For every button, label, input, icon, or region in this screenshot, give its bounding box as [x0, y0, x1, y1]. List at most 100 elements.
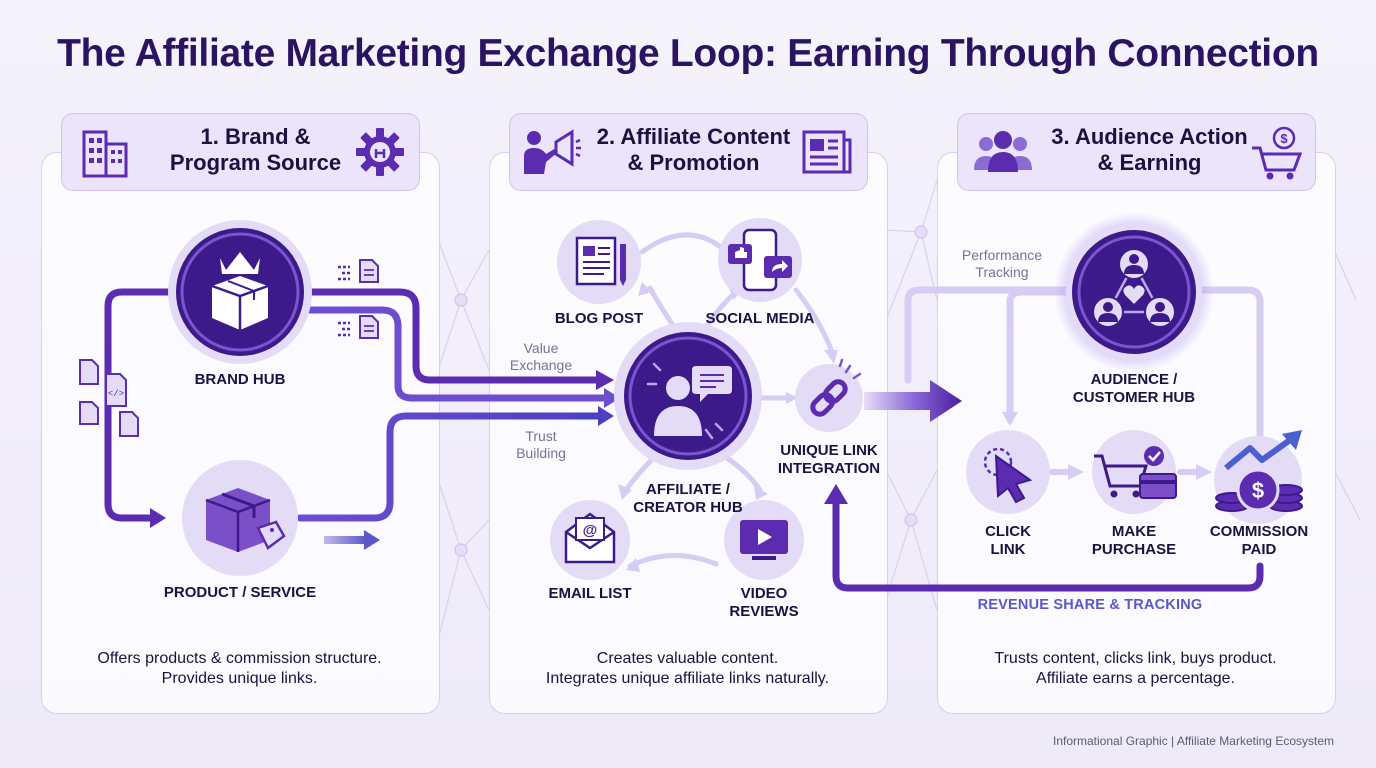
brand-hub-label: BRAND HUB: [194, 371, 286, 388]
panel-header-affiliate: 2. Affiliate Content & Promotion: [509, 113, 868, 191]
video-reviews-label-line1: VIDEO: [740, 585, 788, 602]
credit-card-icon: [1139, 473, 1177, 499]
make-purchase-label-line1: MAKE: [1111, 523, 1157, 540]
panel-2-heading-line2: & Promotion: [627, 150, 760, 175]
shopping-cart-icon: [1094, 454, 1149, 488]
crown-icon: [220, 252, 260, 274]
panel-1-heading-line1: 1. Brand &: [200, 124, 311, 149]
commission-paid-node: $: [1214, 430, 1303, 524]
building-icon: [82, 130, 128, 178]
audience-hub-label-line2: CUSTOMER HUB: [1072, 389, 1196, 406]
blog-post-label: BLOG POST: [554, 310, 644, 327]
flow-trust-building: [296, 412, 602, 522]
panel-1-description: Offers products & commission structure. …: [41, 649, 438, 689]
link-to-audience-arrow: [864, 380, 962, 422]
panel-2-heading-line1: 2. Affiliate Content: [596, 124, 791, 149]
click-link-label-line1: CLICK: [985, 523, 1031, 540]
unique-link-label-line2: INTEGRATION: [777, 460, 881, 477]
flow-brand-to-affiliate: [296, 306, 608, 402]
group-users-icon: [974, 131, 1032, 172]
email-list-label: EMAIL LIST: [548, 585, 632, 602]
value-exchange-label: Value Exchange: [496, 340, 586, 374]
audience-hub-label: AUDIENCE / CUSTOMER HUB: [1054, 371, 1214, 407]
blog-post-node: [557, 220, 641, 304]
panel-2-description-line2: Integrates unique affiliate links natura…: [545, 670, 830, 687]
click-link-label: CLICK LINK: [968, 523, 1048, 559]
panel-header-brand: 1. Brand & Program Source: [61, 113, 420, 191]
newspaper-icon: [802, 130, 852, 174]
make-purchase-label: MAKE PURCHASE: [1084, 523, 1184, 559]
video-reviews-node: [724, 500, 804, 580]
connector-blog-social: [639, 232, 725, 255]
social-media-node: [718, 218, 802, 302]
gear-icon: [356, 128, 404, 176]
cart-dollar-icon: $: [1252, 126, 1303, 180]
chain-link-icon: [810, 379, 848, 417]
svg-text:$: $: [1280, 131, 1288, 146]
product-service-label: PRODUCT / SERVICE: [163, 584, 317, 601]
panel-3-description-line2: Affiliate earns a percentage.: [1036, 670, 1235, 687]
dollar-coin-icon: [1236, 468, 1280, 512]
svg-text:$: $: [1252, 478, 1264, 503]
performance-tracking-line: [904, 286, 1084, 384]
trust-building-line1: Trust: [525, 428, 557, 444]
video-reviews-label: VIDEO REVIEWS: [714, 585, 814, 621]
unique-link-label: UNIQUE LINK INTEGRATION: [764, 442, 894, 478]
growth-arrow-icon: [1224, 437, 1292, 471]
panel-3-description: Trusts content, clicks link, buys produc…: [937, 649, 1334, 689]
value-exchange-line2: Exchange: [509, 357, 573, 373]
cursor-icon: [994, 453, 1033, 504]
revenue-share-label: REVENUE SHARE & TRACKING: [977, 597, 1203, 613]
panel-2-description: Creates valuable content. Integrates uni…: [489, 649, 886, 689]
revenue-return-loop: [832, 496, 1264, 592]
audience-hub-label-line1: AUDIENCE /: [1090, 371, 1178, 388]
audience-hub-node: [1054, 212, 1214, 372]
video-reviews-label-line2: REVIEWS: [729, 603, 799, 620]
make-purchase-node: [1092, 430, 1177, 514]
unique-link-label-line1: UNIQUE LINK: [780, 442, 878, 459]
panel-header-audience: 3. Audience Action & Earning $: [957, 113, 1316, 191]
document-icons: </>: [79, 259, 379, 437]
value-exchange-line1: Value: [523, 340, 559, 356]
performance-tracking-line2: Tracking: [975, 264, 1029, 280]
creator-person-icon: [666, 376, 690, 400]
panel-1-description-line2: Provides unique links.: [161, 670, 318, 687]
click-link-label-line2: LINK: [990, 541, 1026, 558]
heart-icon: [1123, 285, 1145, 304]
commission-paid-label: COMMISSION PAID: [1200, 523, 1318, 559]
email-list-node: @: [550, 500, 630, 580]
make-purchase-label-line2: PURCHASE: [1091, 541, 1177, 558]
panel-1-heading-line2: Program Source: [169, 150, 342, 175]
panel-3-description-line1: Trusts content, clicks link, buys produc…: [994, 650, 1277, 667]
affiliate-hub-node: [614, 322, 762, 470]
affiliate-hub-label: AFFILIATE / CREATOR HUB: [608, 481, 768, 517]
page-title: The Affiliate Marketing Exchange Loop: E…: [57, 32, 1319, 75]
affiliate-hub-label-line2: CREATOR HUB: [633, 499, 743, 516]
panel-1-description-line1: Offers products & commission structure.: [97, 650, 382, 667]
footer-caption: Informational Graphic | Affiliate Market…: [1052, 734, 1334, 748]
product-out-arrow: [324, 536, 366, 544]
svg-text:</>: </>: [108, 389, 124, 399]
affiliate-hub-label-line1: AFFILIATE /: [646, 481, 730, 498]
product-service-node: [182, 460, 298, 576]
social-media-label: SOCIAL MEDIA: [705, 310, 815, 327]
commission-paid-label-line1: COMMISSION: [1209, 523, 1309, 540]
performance-tracking-label: Performance Tracking: [950, 247, 1054, 281]
price-tag-icon: [256, 520, 286, 550]
click-link-node: [966, 430, 1050, 514]
svg-text:@: @: [583, 522, 598, 539]
panel-3-heading-line2: & Earning: [1097, 150, 1202, 175]
panel-2-description-line1: Creates valuable content.: [596, 650, 779, 667]
trust-building-label: Trust Building: [496, 428, 586, 462]
checkmark-icon: [1144, 446, 1164, 466]
commission-paid-label-line2: PAID: [1241, 541, 1277, 558]
panel-3-heading-line1: 3. Audience Action: [1051, 124, 1248, 149]
trust-building-line2: Building: [516, 445, 566, 461]
pen-icon: [620, 244, 626, 286]
brand-hub-node: [168, 220, 312, 364]
unique-link-node: [795, 358, 863, 432]
megaphone-person-icon: [524, 129, 581, 174]
performance-tracking-line1: Performance: [961, 247, 1043, 263]
